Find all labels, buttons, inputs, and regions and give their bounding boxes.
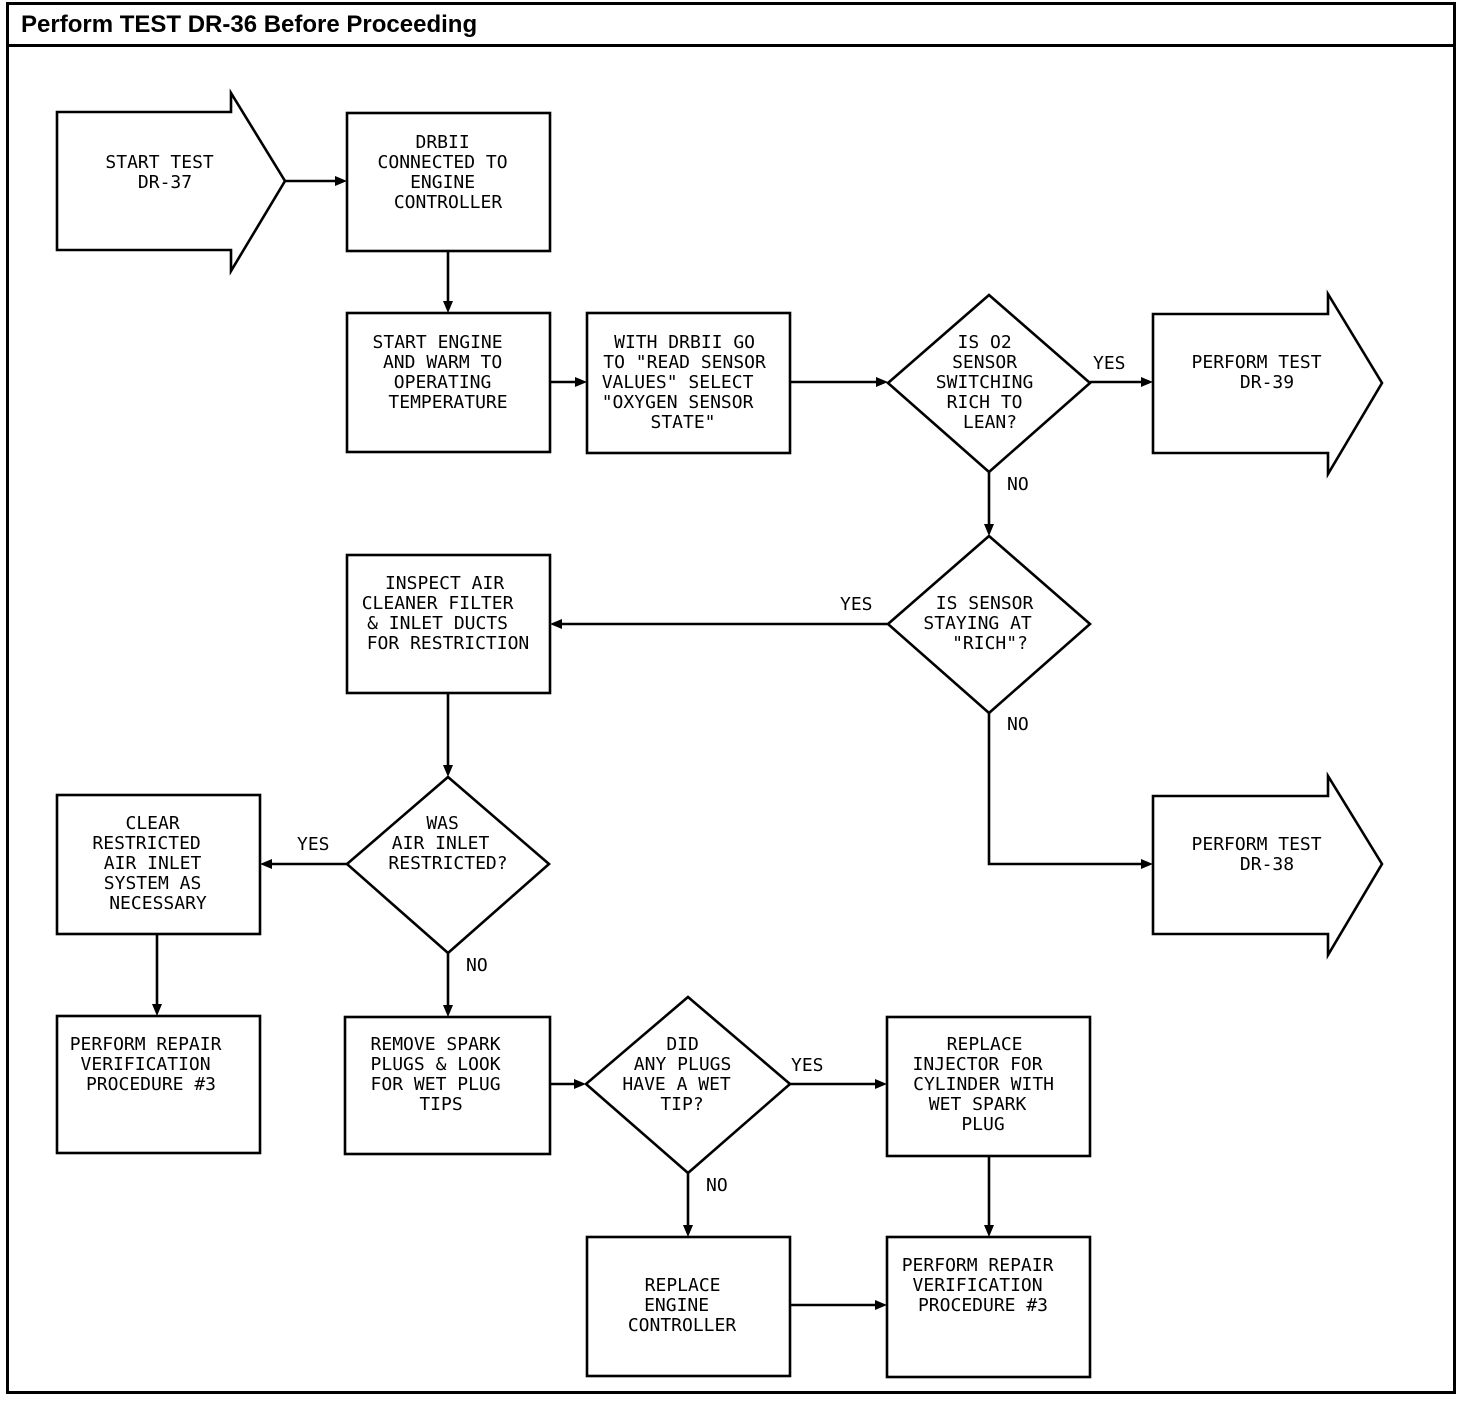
remove-plugs-box: [343, 1015, 552, 1156]
restricted-no-label: NO: [466, 955, 488, 976]
diagram-frame: Perform TEST DR-36 Before Proceeding: [6, 2, 1456, 1394]
is-o2-text: IS O2 SENSOR SWITCHING RICH TO LEAN?: [936, 332, 1044, 433]
replace-injector-text: REPLACE INJECTOR FOR CYLINDER WITH WET S…: [913, 1034, 1065, 1135]
dr38-arrow-shape: [1151, 771, 1384, 960]
dr39-text: PERFORM TEST DR-39: [1192, 352, 1333, 393]
rich-yes-label: YES: [840, 594, 873, 615]
verify-right-box: [885, 1235, 1092, 1379]
drbii-text: DRBII CONNECTED TO ENGINE CONTROLLER: [378, 132, 519, 213]
rich-no-label: NO: [1007, 714, 1029, 735]
start-engine-text: START ENGINE AND WARM TO OPERATING TEMPE…: [373, 332, 514, 413]
verify-left-text: PERFORM REPAIR VERIFICATION PROCEDURE #3: [70, 1034, 233, 1095]
connectors: [152, 176, 1153, 1310]
dr39-arrow-shape: [1151, 289, 1384, 479]
remove-plugs-text: REMOVE SPARK PLUGS & LOOK FOR WET PLUG T…: [371, 1034, 512, 1115]
read-sensor-text: WITH DRBII GO TO "READ SENSOR VALUES" SE…: [602, 332, 777, 433]
is-rich-text: IS SENSOR STAYING AT "RICH"?: [923, 593, 1044, 654]
plugs-no-label: NO: [706, 1175, 728, 1196]
start-engine-box: [345, 311, 552, 454]
did-plugs-text: DID ANY PLUGS HAVE A WET TIP?: [622, 1034, 742, 1115]
start-text: START TEST DR-37: [105, 152, 224, 193]
o2-no-label: NO: [1007, 474, 1029, 495]
clear-box: [55, 793, 262, 936]
replace-controller-box: [585, 1235, 792, 1378]
drbii-box: [345, 111, 552, 253]
restricted-yes-label: YES: [297, 834, 330, 855]
verify-right-text: PERFORM REPAIR VERIFICATION PROCEDURE #3: [902, 1255, 1065, 1316]
was-restricted-text: WAS AIR INLET RESTRICTED?: [388, 813, 507, 874]
read-sensor-box: [585, 311, 792, 455]
plugs-yes-label: YES: [791, 1055, 824, 1076]
replace-injector-box: [885, 1015, 1092, 1158]
dr38-text: PERFORM TEST DR-38: [1192, 834, 1333, 875]
start-arrow-shape: [55, 88, 287, 276]
page-title: Perform TEST DR-36 Before Proceeding: [21, 11, 478, 38]
clear-text: CLEAR RESTRICTED AIR INLET SYSTEM AS NEC…: [92, 813, 212, 914]
o2-yes-label: YES: [1093, 353, 1126, 374]
verify-left-box: [55, 1014, 262, 1155]
replace-controller-text: REPLACE ENGINE CONTROLLER: [628, 1275, 737, 1336]
inspect-text: INSPECT AIR CLEANER FILTER & INLET DUCTS…: [362, 573, 530, 654]
header-bar: Perform TEST DR-36 Before Proceeding: [9, 5, 1453, 47]
